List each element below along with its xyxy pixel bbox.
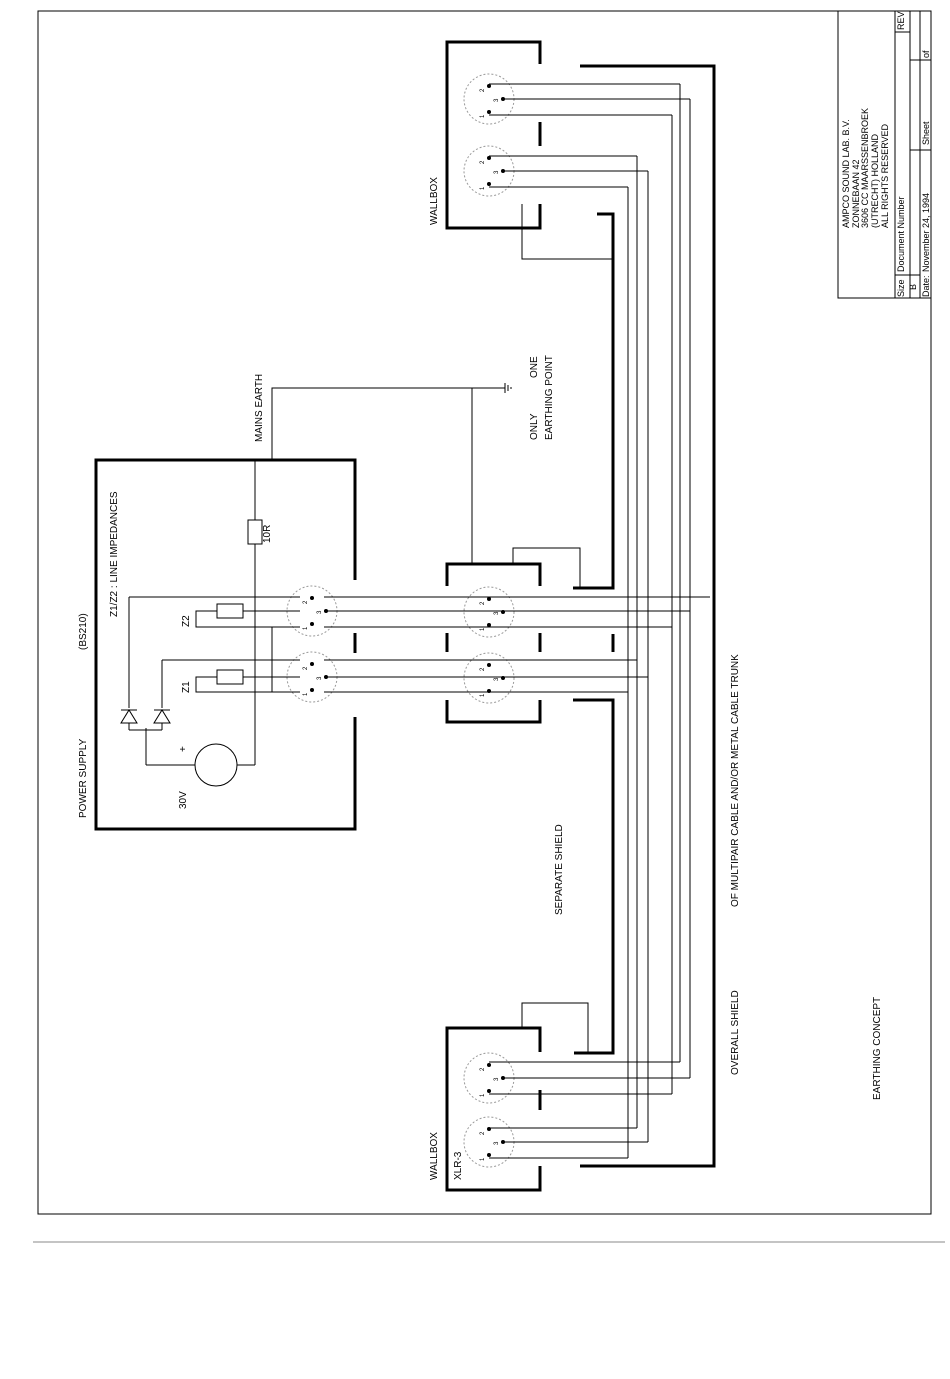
svg-text:2: 2 bbox=[480, 88, 486, 92]
one-label: ONE bbox=[529, 356, 540, 378]
svg-text:2: 2 bbox=[303, 666, 309, 670]
wallbox-bottom bbox=[445, 1002, 589, 1192]
voltage-source bbox=[194, 743, 238, 787]
svg-text:3: 3 bbox=[494, 677, 500, 681]
title-block: AMPCO SOUND LAB. B.V. ZONNEBAAN 42 3606 … bbox=[837, 10, 932, 299]
resistor-label: 10R bbox=[262, 525, 273, 543]
separate-shield bbox=[573, 212, 615, 1055]
svg-text:3: 3 bbox=[494, 1077, 500, 1081]
svg-text:2: 2 bbox=[303, 600, 309, 604]
company-region: (UTRECHT) HOLLAND bbox=[870, 133, 880, 228]
wallbox-bottom-label: WALLBOX bbox=[429, 1132, 440, 1180]
signal-wiring bbox=[324, 83, 710, 1159]
impedance-z2 bbox=[216, 603, 244, 619]
size-value: B bbox=[908, 284, 918, 290]
plus-label: + bbox=[178, 746, 189, 752]
power-supply-box bbox=[94, 458, 357, 831]
overall-shield bbox=[580, 64, 716, 1168]
date-value: November 24, 1994 bbox=[921, 193, 931, 272]
mains-earth-label: MAINS EARTH bbox=[254, 374, 265, 442]
svg-text:3: 3 bbox=[317, 610, 323, 614]
wallbox-top-label: WALLBOX bbox=[429, 177, 440, 225]
svg-text:1: 1 bbox=[480, 1093, 486, 1097]
separate-shield-label: SEPARATE SHIELD bbox=[554, 824, 565, 915]
earth-wiring bbox=[145, 383, 512, 787]
svg-text:1: 1 bbox=[303, 626, 309, 630]
diode-pair bbox=[120, 597, 171, 731]
line-impedances-label: Z1/Z2 : LINE IMPEDANCES bbox=[109, 491, 120, 617]
svg-text:2: 2 bbox=[480, 667, 486, 671]
z2-label: Z2 bbox=[181, 615, 192, 627]
power-supply-label: POWER SUPPLY bbox=[78, 738, 89, 818]
svg-text:2: 2 bbox=[480, 1131, 486, 1135]
sheet-label: Sheet bbox=[921, 121, 931, 145]
sheet-border bbox=[37, 10, 932, 1215]
svg-text:1: 1 bbox=[480, 186, 486, 190]
svg-text:3: 3 bbox=[494, 170, 500, 174]
svg-text:2: 2 bbox=[480, 160, 486, 164]
bs210-label: (BS210) bbox=[78, 613, 89, 650]
voltage-label: 30V bbox=[178, 791, 189, 809]
company-name: AMPCO SOUND LAB. B.V. bbox=[841, 119, 851, 228]
junction-box bbox=[445, 547, 581, 724]
date-label: Date: bbox=[921, 275, 931, 297]
size-label: Size bbox=[896, 279, 906, 297]
company-street: ZONNEBAAN 42 bbox=[851, 159, 861, 228]
earthing-concept-title: EARTHING CONCEPT bbox=[872, 997, 883, 1100]
company-city: 3606 CC MAARSSENBROEK bbox=[860, 108, 870, 228]
svg-text:3: 3 bbox=[317, 676, 323, 680]
overall-shield-label: OVERALL SHIELD bbox=[730, 990, 741, 1075]
xlr-type-label: XLR-3 bbox=[453, 1151, 464, 1180]
of-label: of bbox=[921, 50, 931, 58]
svg-text:3: 3 bbox=[494, 1141, 500, 1145]
multipair-label: OF MULTIPAIR CABLE AND/OR METAL CABLE TR… bbox=[730, 654, 741, 907]
pin-labels: 2 3 1 2 3 1 2 3 1 2 3 1 2 3 1 2 3 1 2 3 … bbox=[303, 88, 500, 1161]
svg-text:1: 1 bbox=[480, 114, 486, 118]
z1-label: Z1 bbox=[181, 681, 192, 693]
rev-label: REV bbox=[896, 11, 906, 30]
svg-text:2: 2 bbox=[480, 1067, 486, 1071]
resistor-10r bbox=[247, 519, 263, 545]
earthing-point-label: EARTHING POINT bbox=[544, 355, 555, 440]
svg-text:2: 2 bbox=[480, 601, 486, 605]
line-impedances bbox=[129, 596, 300, 693]
only-label: ONLY bbox=[529, 413, 540, 440]
svg-text:3: 3 bbox=[494, 611, 500, 615]
wallbox-top bbox=[445, 40, 613, 260]
xlr-connector bbox=[463, 586, 515, 638]
svg-text:1: 1 bbox=[480, 627, 486, 631]
svg-text:1: 1 bbox=[480, 693, 486, 697]
impedance-z1 bbox=[216, 669, 244, 685]
svg-text:3: 3 bbox=[494, 98, 500, 102]
svg-text:1: 1 bbox=[480, 1157, 486, 1161]
document-number-label: Document Number bbox=[896, 196, 906, 272]
company-rights: ALL RIGHTS RESERVED bbox=[880, 123, 890, 228]
svg-text:1: 1 bbox=[303, 692, 309, 696]
